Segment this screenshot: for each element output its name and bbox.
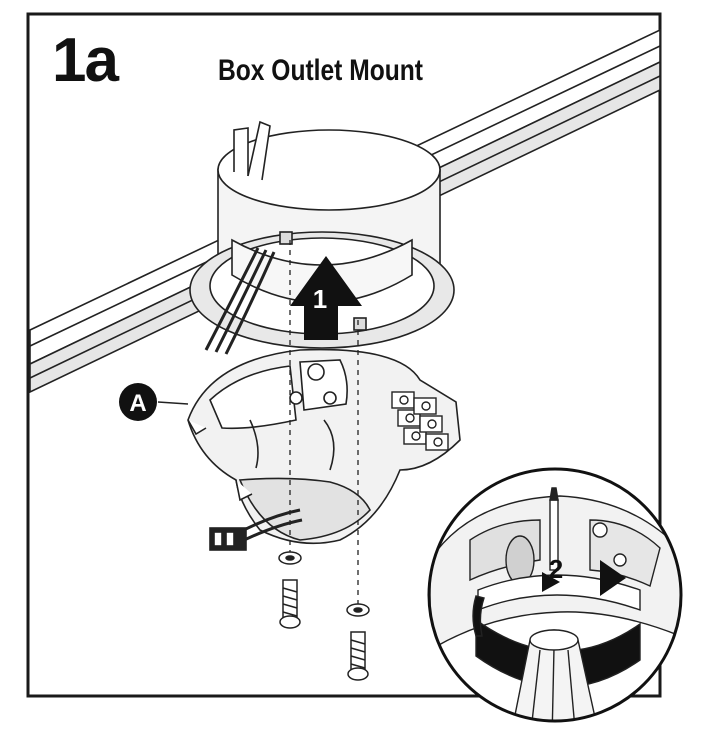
house-wires <box>204 247 276 355</box>
page-title: Box Outlet Mount <box>218 54 423 87</box>
arrow-1-label: 1 <box>313 284 327 314</box>
screw-right <box>346 603 370 681</box>
alignment-lines <box>289 240 359 604</box>
panel-frame <box>26 12 662 698</box>
part-a-callout: A <box>119 383 189 421</box>
mounting-bracket <box>187 348 461 545</box>
terminal-block <box>391 391 449 451</box>
step-number: 1a <box>52 26 119 95</box>
rotate-2-label: 2 <box>549 554 563 584</box>
fixture-leads <box>209 508 303 551</box>
up-arrow: 1 <box>290 256 362 340</box>
screw-left <box>278 551 302 629</box>
electrical-box <box>189 120 455 349</box>
part-a-label: A <box>129 390 146 417</box>
magnified-inset: 2 <box>427 467 683 723</box>
